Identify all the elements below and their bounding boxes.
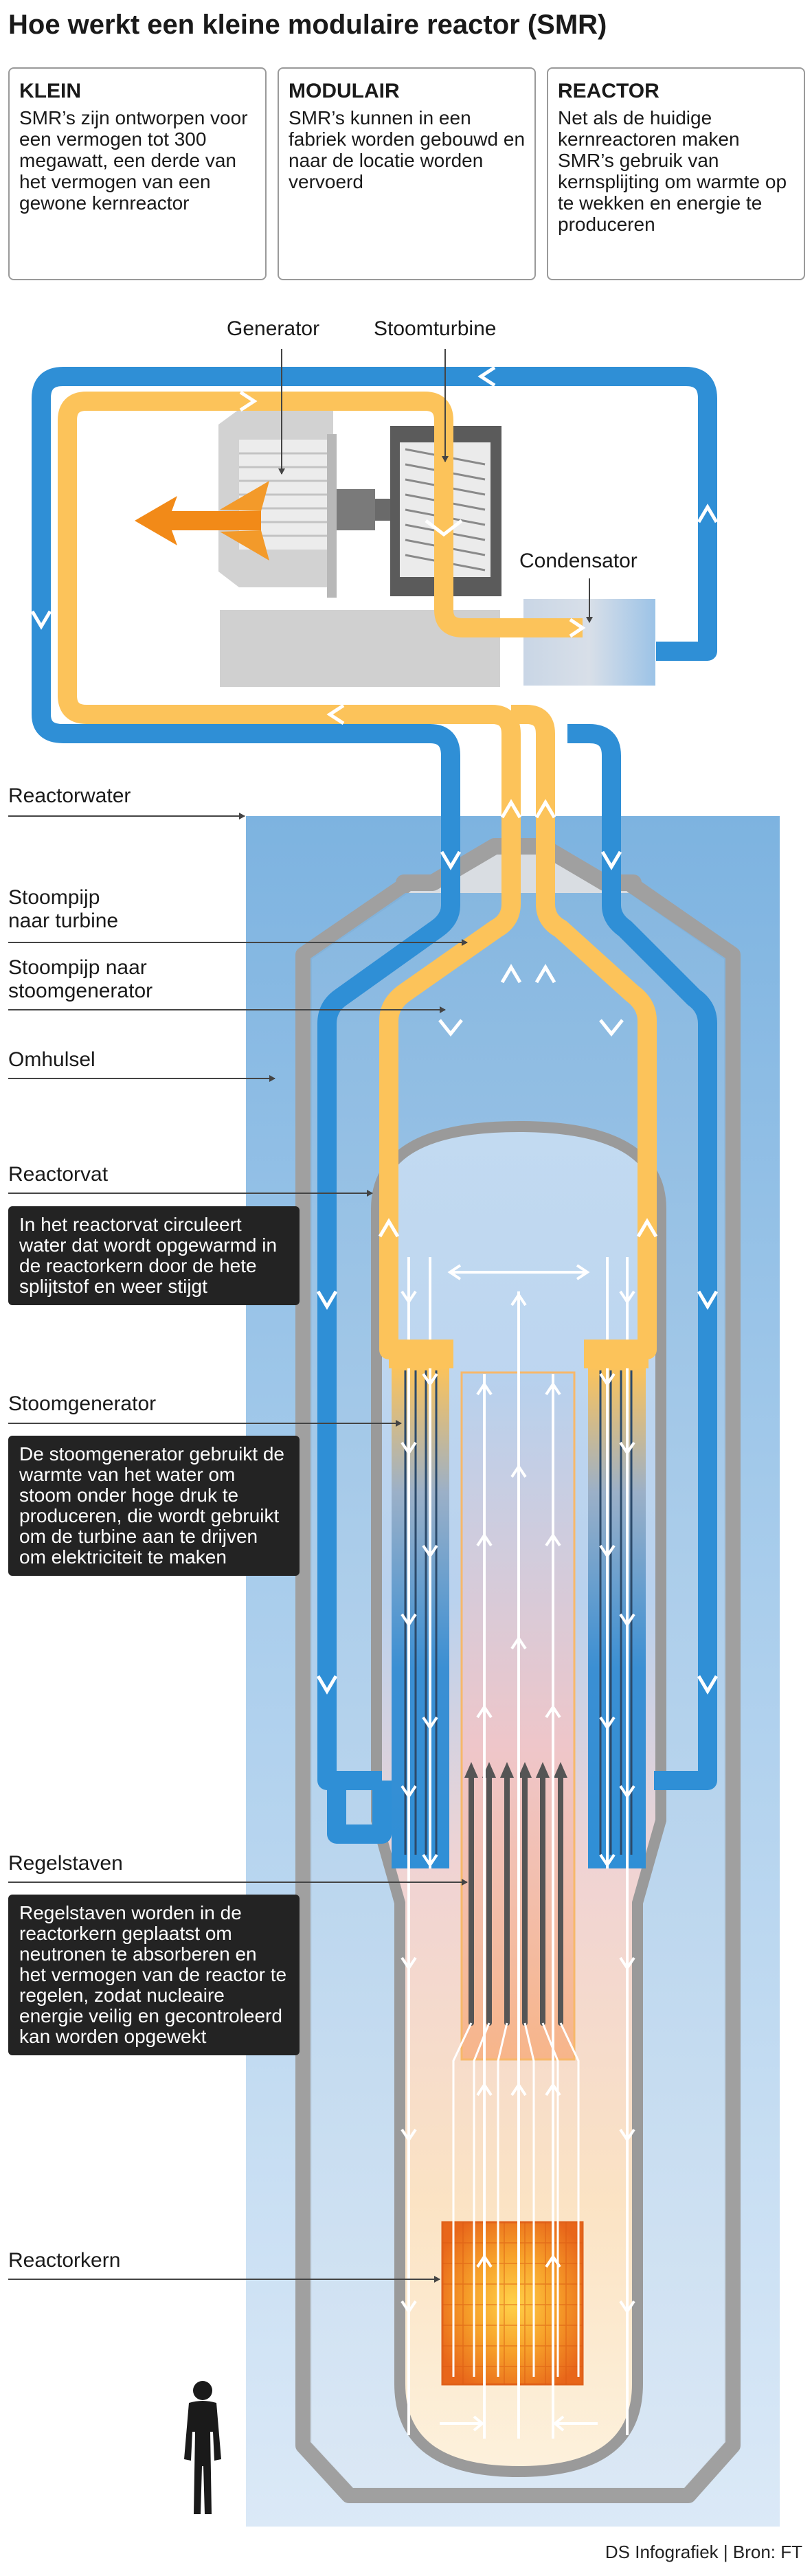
label-control-rods: Regelstaven: [8, 1852, 123, 1875]
info-box-heading: REACTOR: [558, 80, 659, 102]
source-credit: DS Infografiek | Bron: FT: [605, 2542, 802, 2562]
shaft-stub: [375, 499, 393, 521]
explanation-control-rods: Regelstaven worden in de reactorkern gep…: [8, 1895, 300, 2055]
steam-generator-left: [392, 1367, 449, 1868]
info-box-small: KLEIN SMR’s zijn ontworpen voor een verm…: [8, 67, 267, 280]
info-box-reactor: REACTOR Net als de huidige kernreactoren…: [547, 67, 805, 280]
explanation-steam-generator: De stoomgenerator gebruikt de warmte van…: [8, 1436, 300, 1576]
steam-generator-tubes: [404, 1370, 633, 1855]
person-silhouette-icon: [184, 2381, 221, 2514]
label-condenser: Condensator: [519, 550, 638, 572]
cold-flow-arrows: [30, 365, 719, 1695]
info-box-text: SMR’s kunnen in een fabriek worden gebou…: [289, 107, 526, 192]
generator-flange: [327, 434, 337, 598]
sg-header-right: [584, 1340, 649, 1368]
leader-lines: [8, 349, 593, 2283]
label-reactor-core: Reactorkern: [8, 2249, 121, 2272]
steam-generator-right: [588, 1367, 646, 1868]
info-box-text: SMR’s zijn ontworpen voor een vermogen t…: [19, 107, 248, 214]
core-bottom-arrows: [440, 2415, 598, 2432]
heat-arrow-icon: [135, 481, 269, 561]
control-rods: [469, 1773, 563, 2026]
label-steam-turbine: Stoomturbine: [374, 317, 497, 340]
explanation-reactor-vessel: In het reactorvat circuleert water dat w…: [8, 1206, 300, 1305]
info-box-heading: KLEIN: [19, 80, 81, 102]
page-title: Hoe werkt een kleine modulaire reactor (…: [8, 10, 607, 40]
label-reactor-vessel: Reactorvat: [8, 1163, 109, 1186]
label-steam-pipe-generator: Stoompijp naar stoomgenerator: [8, 956, 153, 1002]
flow-arrow-icon: [239, 390, 658, 1238]
info-box-text: Net als de huidige kernreactoren maken S…: [558, 107, 787, 235]
label-reactor-water: Reactorwater: [8, 784, 131, 807]
control-rod-guides: [452, 2022, 580, 2377]
label-generator: Generator: [227, 317, 320, 340]
reactor-core: [441, 2221, 584, 2386]
info-box-heading: MODULAIR: [289, 80, 400, 102]
label-steam-pipe-turbine: Stoompijp naar turbine: [8, 886, 119, 932]
control-rod-heads: [464, 1762, 567, 1778]
vessel-arrowheads-up: [447, 1264, 590, 2268]
cold-water-loop-upper: [327, 1781, 392, 1844]
shaft-coupling: [337, 489, 375, 530]
sg-header-left: [389, 1340, 453, 1368]
info-box-modular: MODULAIR SMR’s kunnen in een fabriek wor…: [278, 67, 536, 280]
vessel-arrowheads-down: [401, 1290, 635, 2314]
label-steam-generator: Stoomgenerator: [8, 1392, 157, 1415]
label-containment: Omhulsel: [8, 1048, 95, 1071]
